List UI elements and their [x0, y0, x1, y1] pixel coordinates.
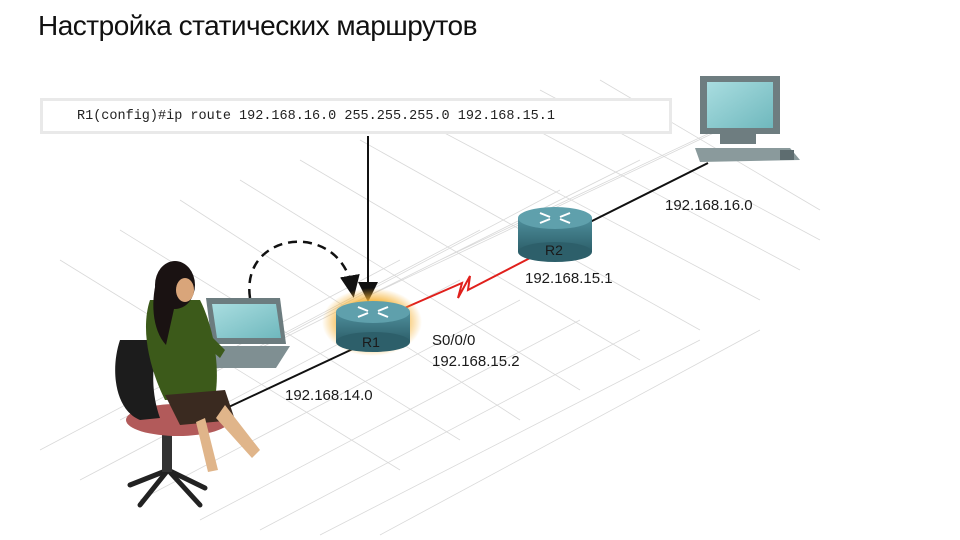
router-r1-label: R1 — [362, 334, 380, 350]
pc-icon[interactable] — [695, 76, 800, 162]
ethernet-link-left — [217, 339, 373, 413]
ethernet-link-right — [589, 162, 709, 223]
net-label-right: 192.168.16.0 — [665, 197, 753, 214]
router-arrows-icon — [357, 306, 389, 318]
command-box: R1(config)#ip route 192.168.16.0 255.255… — [40, 98, 672, 134]
r1-serial-ip-label: 192.168.15.2 — [432, 353, 520, 370]
page-title: Настройка статических маршрутов — [38, 10, 477, 41]
router-r2-label: R2 — [545, 242, 563, 258]
serial-link — [399, 257, 531, 311]
command-text: R1(config)#ip route 192.168.16.0 255.255… — [43, 101, 669, 131]
router-arrows-icon — [539, 212, 571, 224]
router-r2-icon[interactable]: R2 — [518, 207, 592, 262]
laptop-icon[interactable] — [200, 298, 290, 368]
r2-serial-ip-label: 192.168.15.1 — [525, 270, 613, 287]
net-label-left: 192.168.14.0 — [285, 387, 373, 404]
router-r1-icon[interactable]: R1 — [322, 288, 422, 356]
user-at-desk-icon — [115, 261, 260, 508]
dashed-arrow — [248, 240, 360, 299]
r1-interface-label: S0/0/0 — [432, 332, 475, 349]
